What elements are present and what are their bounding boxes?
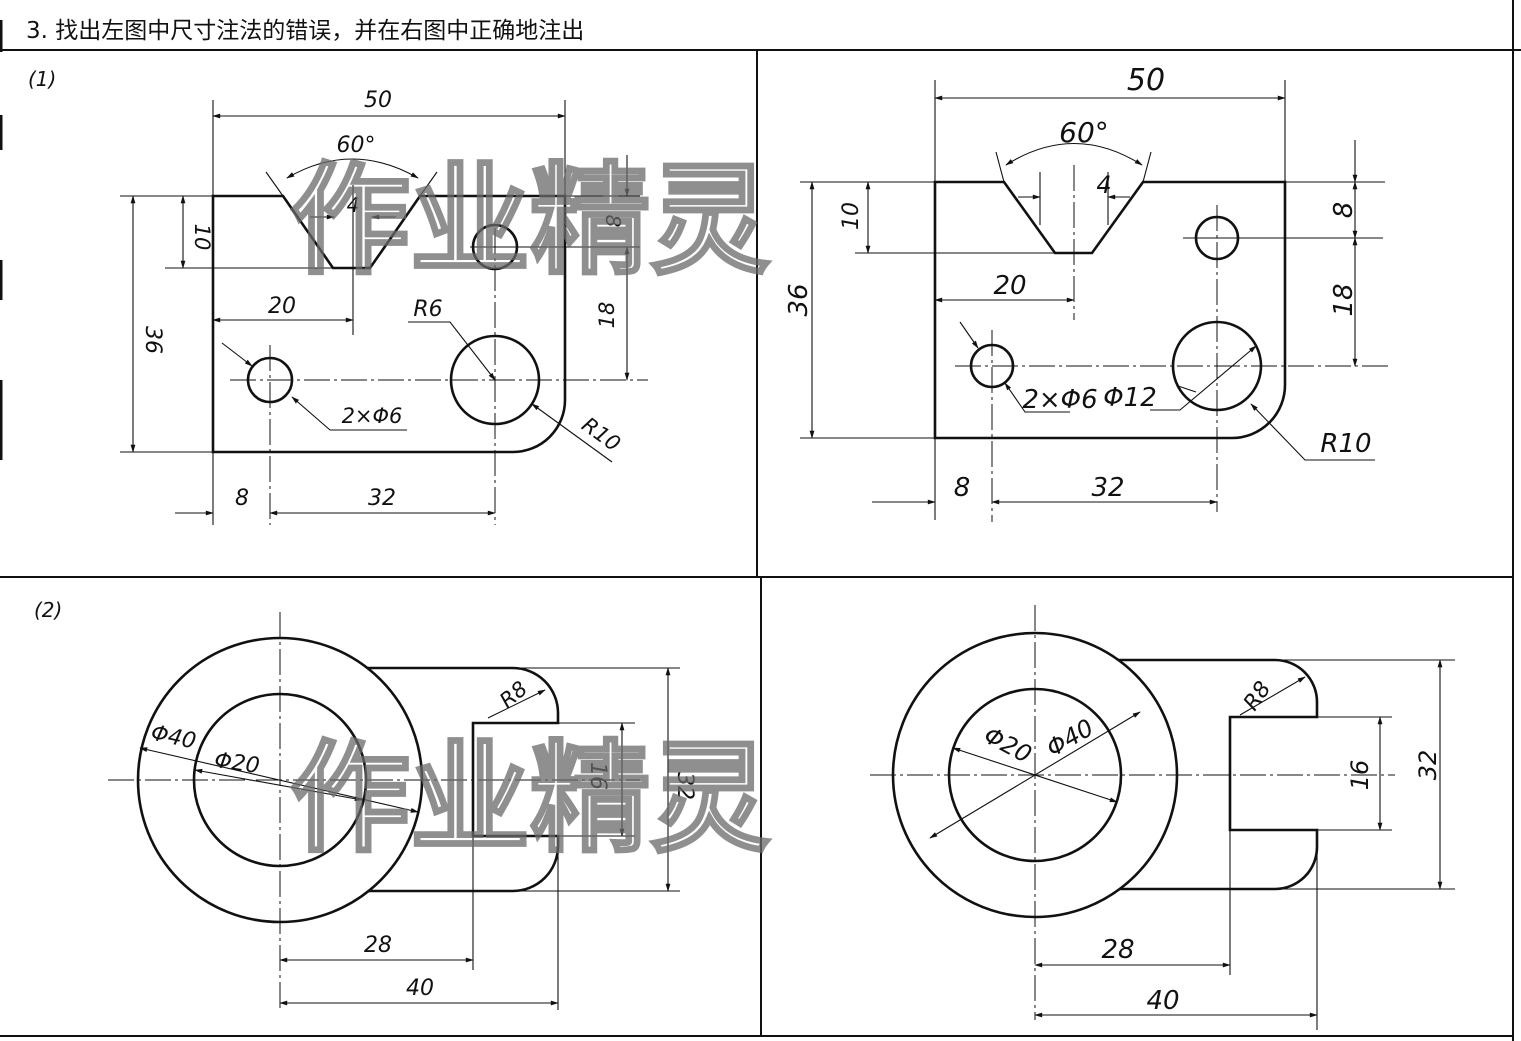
dim-x-mid: 32: [1091, 473, 1124, 503]
dim-height: 36: [784, 283, 814, 316]
dim-hole-up: 8: [1329, 202, 1359, 219]
problem-2-right-drawing: Φ20 Φ40 R8 16 32 28 40: [870, 605, 1455, 1030]
dim-hole-gap: 18: [595, 302, 619, 329]
dim-slot: 16: [585, 762, 610, 790]
dim-len-b: 40: [1146, 986, 1179, 1016]
dim-height: 32: [672, 772, 697, 800]
watermark-bottom: 作业精灵: [290, 730, 770, 869]
dim-x-left: 8: [235, 486, 249, 511]
dim-slot: 4: [1096, 171, 1111, 199]
dim-angle: 60°: [1059, 116, 1109, 149]
problem-1-right-drawing: 50 60° 4 10 36 8 18 20 2×Φ6 Φ12 R10 8 32: [784, 63, 1388, 522]
centerlines: [955, 165, 1388, 522]
dimension-lines: [139, 667, 671, 1006]
dim-corner: R10: [1320, 429, 1371, 459]
dim-inner: Φ20: [213, 748, 261, 779]
exercise-title: 3. 找出左图中尺寸注法的错误，并在右图中正确地注出: [26, 18, 584, 44]
dim-width: 50: [364, 88, 392, 113]
dim-slot: 16: [1346, 760, 1374, 791]
dim-depth: 10: [839, 202, 864, 230]
dim-slot-pos: 20: [268, 294, 296, 319]
dim-height: 32: [1414, 750, 1442, 781]
dim-radius: R8: [495, 676, 532, 712]
dimension-lines: [130, 113, 630, 516]
problem-1-left-drawing: (1): [28, 67, 648, 525]
dim-holes-small: 2×Φ6: [342, 404, 403, 428]
dim-angle: 60°: [337, 133, 376, 158]
lug-outline: [1115, 658, 1319, 891]
problem-1-label: (1): [28, 67, 56, 91]
dim-height: 36: [140, 326, 165, 354]
dim-radius-big: R6: [413, 297, 442, 322]
dim-hole-up: 8: [601, 215, 625, 228]
dim-x-mid: 32: [368, 486, 396, 511]
dim-radius: R8: [1239, 677, 1276, 715]
dim-corner: R10: [577, 412, 625, 456]
dim-width: 50: [1127, 63, 1165, 98]
dim-len-a: 28: [1101, 935, 1134, 965]
problem-2-label: (2): [34, 598, 62, 622]
dim-len-a: 28: [364, 933, 392, 958]
dimension-lines: [929, 659, 1443, 1018]
dim-x-left: 8: [954, 473, 971, 503]
dim-hole-gap: 18: [1329, 283, 1359, 316]
dimension-lines: [809, 95, 1375, 505]
problem-2-left-drawing: (2) Φ40 Φ20 R8 16 32 28: [34, 598, 697, 1010]
extension-lines: [1229, 659, 1455, 1030]
dim-hole-big: Φ12: [1103, 383, 1157, 413]
dim-holes-small: 2×Φ6: [1022, 385, 1097, 415]
dim-depth: 10: [190, 224, 214, 251]
dim-len-b: 40: [406, 976, 434, 1001]
dim-slot: 4: [347, 193, 360, 217]
dim-slot-pos: 20: [993, 271, 1026, 301]
watermark-top: 作业精灵: [290, 152, 770, 291]
